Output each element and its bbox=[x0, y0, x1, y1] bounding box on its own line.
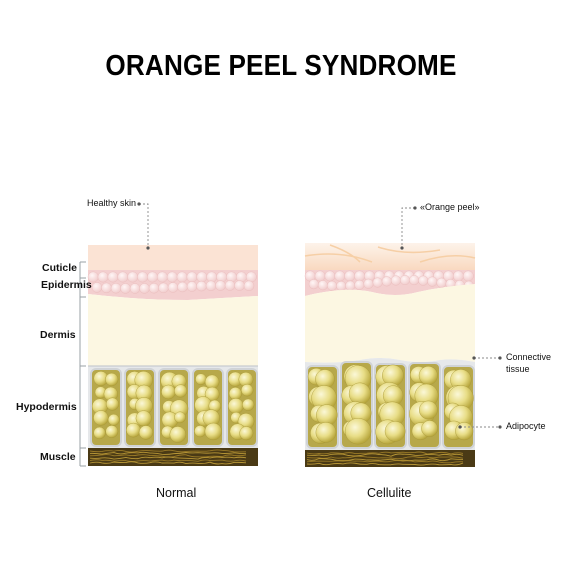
normal-fat-lobules bbox=[90, 368, 258, 447]
label-hypodermis: Hypodermis bbox=[16, 401, 77, 413]
annotation-adipocyte: Adipocyte bbox=[506, 421, 546, 431]
layer-bracket bbox=[79, 261, 86, 467]
annotation-leaders bbox=[139, 203, 500, 428]
fat-lobule bbox=[408, 362, 441, 449]
label-dermis: Dermis bbox=[40, 329, 76, 341]
fat-lobule bbox=[374, 363, 407, 449]
annotation-connective-line2: tissue bbox=[506, 364, 530, 374]
diagram-title: ORANGE PEEL SYNDROME bbox=[105, 50, 457, 82]
annotation-healthy-skin: Healthy skin bbox=[87, 198, 137, 208]
fat-lobule bbox=[158, 368, 190, 447]
cellulite-skin-section bbox=[304, 243, 476, 467]
fat-lobule bbox=[226, 368, 258, 447]
fat-lobule bbox=[192, 368, 224, 447]
normal-skin-section bbox=[87, 245, 258, 466]
cellulite-fat-lobules bbox=[306, 361, 475, 449]
normal-muscle-fibers bbox=[89, 449, 247, 465]
label-muscle: Muscle bbox=[40, 451, 76, 463]
cellulite-epidermis-cells bbox=[304, 270, 474, 291]
fat-lobule bbox=[124, 368, 156, 447]
annotation-connective-line1: Connective bbox=[506, 352, 552, 362]
caption-cellulite: Cellulite bbox=[367, 486, 412, 500]
fat-lobule bbox=[442, 365, 475, 449]
normal-dermis-layer bbox=[88, 294, 258, 366]
fat-lobule bbox=[306, 365, 339, 449]
label-epidermis: Epidermis bbox=[41, 279, 92, 291]
annotation-orange-peel: «Orange peel» bbox=[420, 202, 480, 212]
normal-cuticle-layer bbox=[88, 245, 258, 270]
label-cuticle: Cuticle bbox=[42, 262, 78, 274]
cellulite-muscle-fibers bbox=[306, 451, 464, 466]
caption-normal: Normal bbox=[156, 486, 197, 500]
normal-epidermis-cells bbox=[87, 271, 257, 294]
fat-lobule bbox=[340, 361, 373, 449]
cellulite-dermis-layer bbox=[305, 284, 475, 363]
fat-lobule bbox=[90, 368, 122, 447]
